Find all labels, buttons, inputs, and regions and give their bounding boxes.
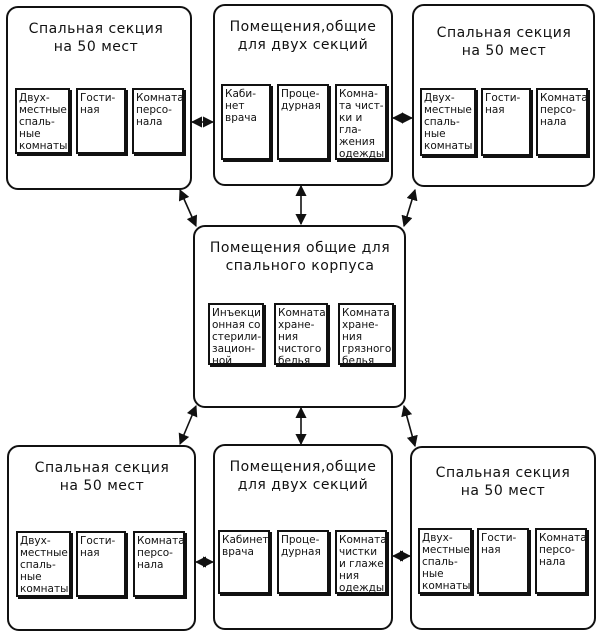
room-staff: Комната персо- нала: [536, 88, 588, 156]
box-top-left-sleeping-section: Спальная секция на 50 мест Двух- местные…: [6, 6, 192, 190]
box-title: Помещения,общие для двух секций: [229, 459, 377, 493]
box-bottom-right-sleeping-section: Спальная секция на 50 мест Двух- местные…: [410, 446, 596, 630]
box-title: Помещения общие для спального корпуса: [209, 240, 391, 274]
room-injection-sterilization: Инъекци онная со стерили- зацион- ной: [208, 303, 264, 365]
room-doctor-office: Кабинет врача: [218, 530, 270, 594]
arrow-tl-center: [178, 188, 198, 228]
room-double-bedrooms: Двух- местные спаль- ные комнаты: [16, 531, 71, 597]
room-lounge: Гости- ная: [76, 531, 126, 597]
room-cleaning-ironing: Комната чистки и глаже ния одежды: [335, 530, 387, 594]
box-title: Спальная секция на 50 мест: [34, 460, 170, 494]
box-bottom-center-shared-rooms: Помещения,общие для двух секций Кабинет …: [213, 444, 393, 630]
box-center-building-shared: Помещения общие для спального корпуса Ин…: [193, 225, 406, 408]
room-double-bedrooms: Двух- местные спаль- ные комнаты: [15, 88, 70, 154]
room-lounge: Гости- ная: [477, 528, 529, 594]
room-staff: Комната персо- нала: [133, 531, 185, 597]
room-lounge: Гости- ная: [481, 88, 531, 156]
room-procedure: Проце- дурная: [277, 530, 329, 594]
room-clean-linen: Комната хране- ния чистого белья: [274, 303, 328, 365]
room-doctor-office: Каби- нет врача: [221, 84, 271, 160]
room-lounge: Гости- ная: [76, 88, 126, 154]
room-cleaning-ironing: Комна- та чист- ки и гла- жения одежды: [335, 84, 387, 160]
box-top-center-shared-rooms: Помещения,общие для двух секций Каби- не…: [213, 4, 393, 186]
box-title: Помещения,общие для двух секций: [229, 19, 377, 53]
box-title: Спальная секция на 50 мест: [435, 465, 571, 499]
room-staff: Комната персо- нала: [132, 88, 184, 154]
arrow-tr-center: [401, 188, 418, 228]
room-dirty-linen: Комната хране- ния грязного белья: [338, 303, 394, 365]
box-title: Спальная секция на 50 мест: [28, 21, 164, 55]
room-double-bedrooms: Двух- местные спаль- ные комнаты: [420, 88, 476, 156]
box-top-right-sleeping-section: Спальная секция на 50 мест Двух- местные…: [412, 4, 595, 187]
box-bottom-left-sleeping-section: Спальная секция на 50 мест Двух- местные…: [7, 445, 196, 631]
room-staff: Комната персо- нала: [535, 528, 587, 594]
arrow-center-br: [401, 404, 418, 448]
arrow-center-bl: [178, 404, 198, 446]
room-double-bedrooms: Двух- местные спаль- ные комнаты: [418, 528, 472, 594]
box-title: Спальная секция на 50 мест: [436, 25, 572, 59]
room-procedure: Проце- дурная: [277, 84, 329, 160]
